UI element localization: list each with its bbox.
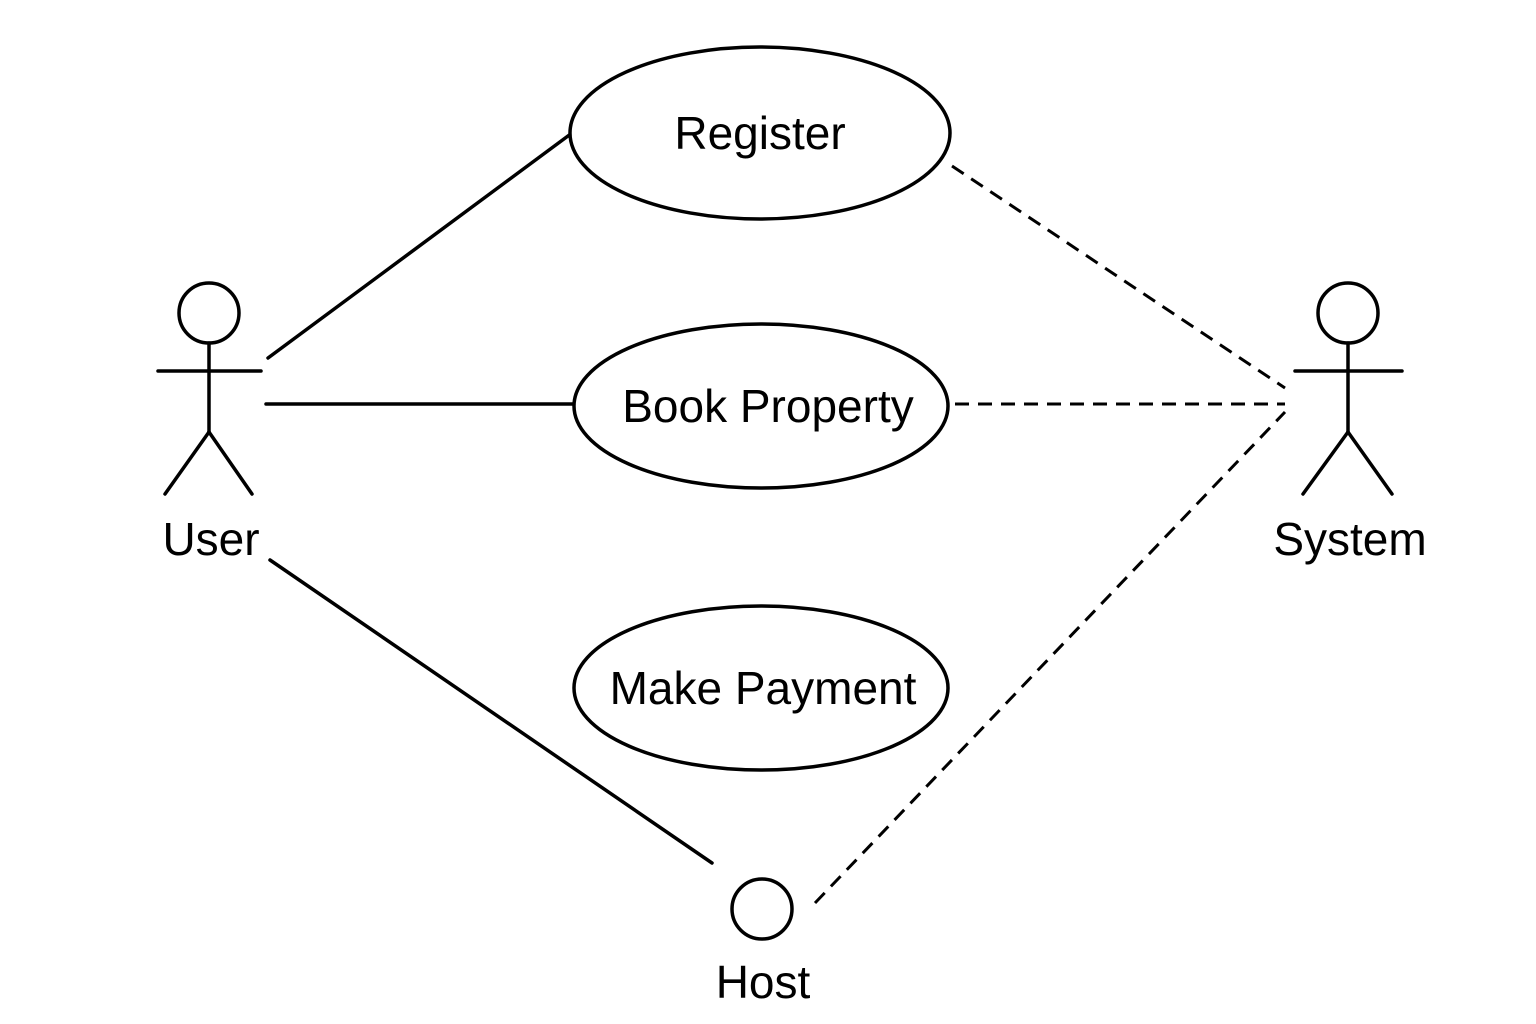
use-case-make-payment-ellipse (572, 604, 950, 772)
dependency-register-system (951, 164, 1286, 390)
use-case-book-property-ellipse (572, 322, 950, 490)
actor-system[interactable]: System (1273, 281, 1427, 565)
use-case-book-property[interactable]: Book Property (572, 322, 950, 490)
use-case-register-label: Register (674, 107, 845, 159)
use-case-make-payment-label: Make Payment (610, 662, 917, 714)
association-user-host (268, 558, 714, 865)
host-circle-icon (730, 877, 794, 941)
actor-user[interactable]: User (156, 281, 263, 565)
actor-user-label: User (162, 513, 259, 565)
stick-figure-icon (156, 281, 263, 496)
use-case-register[interactable]: Register (568, 45, 952, 221)
use-case-register-ellipse (568, 45, 952, 221)
use-case-book-property-label: Book Property (622, 380, 913, 432)
actor-host-label: Host (716, 956, 811, 1008)
association-user-register (266, 131, 574, 360)
actor-host[interactable]: Host (716, 877, 811, 1008)
actor-system-label: System (1273, 513, 1426, 565)
use-case-make-payment[interactable]: Make Payment (572, 604, 950, 772)
stick-figure-icon (1293, 281, 1404, 496)
